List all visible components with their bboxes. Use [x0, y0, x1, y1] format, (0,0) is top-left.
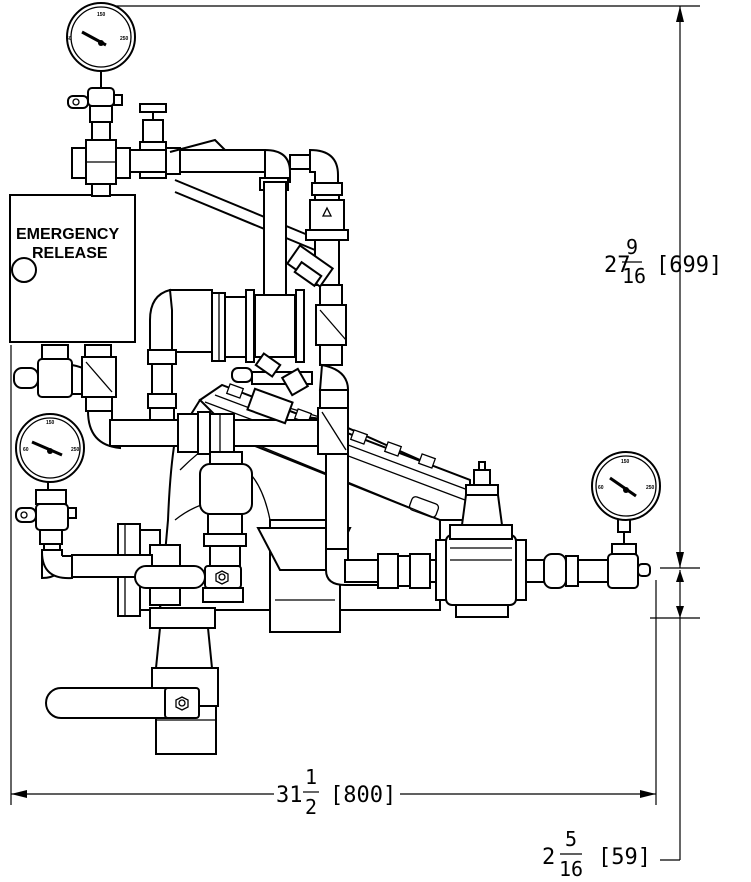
width-denominator: 2 [305, 795, 317, 819]
right-vertical-pipe [305, 194, 350, 421]
gauge-valve-top [67, 87, 131, 197]
pressure-gauge-right: 60 150 250 [591, 451, 661, 544]
gauge-mid-low: 60 [23, 447, 29, 453]
emergency-release-cabinet: EMERGENCY RELEASE [9, 194, 136, 343]
gauge-top-mid: 150 [97, 12, 106, 18]
width-dimension [10, 345, 657, 805]
height-dimension-label: 27 9 16 [699] [604, 235, 722, 288]
center-valve-drop [199, 451, 253, 567]
prv-outlet-pipe [525, 543, 651, 589]
offset-denominator: 16 [559, 857, 583, 881]
pressure-gauge-middle: 60 150 250 [15, 413, 85, 498]
offset-metric: [59] [598, 845, 651, 870]
gauge-mid-mid: 150 [46, 420, 55, 426]
height-denominator: 16 [622, 264, 646, 288]
width-metric: [800] [330, 783, 396, 808]
gauge-top-high: 250 [120, 36, 129, 42]
width-dimension-label: 31 1 2 [800] [276, 765, 396, 819]
offset-dimension-label: 2 5 16 [59] [542, 827, 651, 881]
gauge-right-low: 60 [598, 485, 604, 491]
width-numerator: 1 [305, 765, 317, 789]
offset-dimension [650, 570, 700, 861]
gauge-valve-middle [15, 489, 77, 580]
height-dimension [95, 5, 700, 569]
top-pipe [129, 147, 343, 196]
cabinet-label-line1: EMERGENCY [16, 226, 119, 243]
offset-numerator: 5 [565, 827, 577, 851]
release-knob[interactable] [11, 257, 37, 283]
y-strainer [285, 244, 335, 288]
cabinet-label-line2: RELEASE [32, 245, 108, 262]
outlet-valve [45, 607, 219, 755]
center-tall-pipe [211, 181, 305, 363]
gauge-right-high: 250 [646, 485, 655, 491]
width-whole: 31 [276, 783, 303, 808]
gauge-mid-high: 250 [71, 447, 80, 453]
gauge-top-low: 60 [66, 36, 72, 42]
height-whole: 27 [604, 253, 631, 278]
pressure-gauge-top: 60 150 250 [66, 2, 136, 90]
height-metric: [699] [656, 253, 722, 278]
offset-whole: 2 [542, 845, 555, 870]
height-numerator: 9 [626, 235, 638, 259]
pilot-fittings [231, 352, 313, 425]
pilot-tee-left [147, 288, 213, 429]
gauge-right-mid: 150 [621, 459, 630, 465]
lower-pipe [344, 553, 446, 589]
middle-pipe [109, 407, 349, 455]
